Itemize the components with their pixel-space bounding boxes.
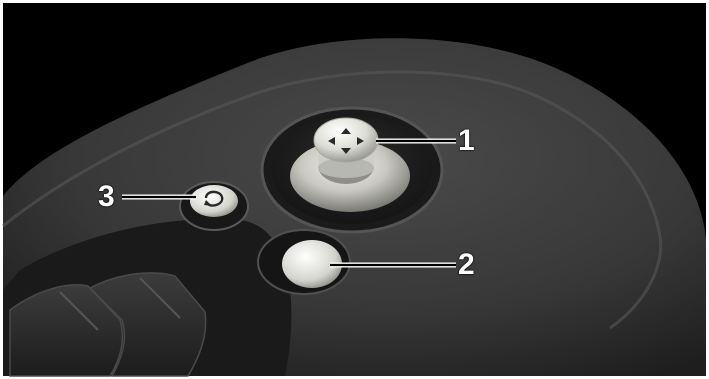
round-push-button[interactable]	[258, 230, 350, 294]
callout-3: 3	[98, 182, 115, 212]
callout-1: 1	[458, 126, 475, 156]
joystick-cap-top[interactable]	[314, 118, 378, 162]
switch-button-cap[interactable]	[190, 185, 238, 217]
changeover-switch-button[interactable]	[180, 182, 248, 230]
mirror-adjust-joystick[interactable]	[262, 108, 442, 232]
callout-2: 2	[458, 250, 475, 280]
